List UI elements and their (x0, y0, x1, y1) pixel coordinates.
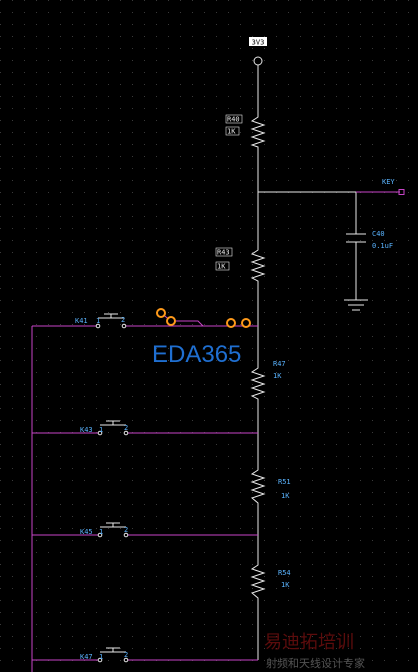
r43-label-group: R43 1K (215, 247, 233, 271)
watermark-brand: EDA365 (152, 341, 241, 368)
k43-pin1: 1 (99, 426, 103, 434)
r43-resistor-icon (250, 245, 266, 286)
k41-switch: K41 1 2 (75, 313, 127, 329)
highlighted-junctions (156, 308, 251, 328)
r40-value: 1K (227, 128, 236, 136)
white-wires (257, 65, 366, 660)
k45-switch-icon (97, 522, 129, 538)
r54-resistor-icon (250, 560, 266, 604)
k45-ref: K45 (80, 528, 93, 536)
junction-dot (156, 308, 166, 318)
k45-switch: K45 1 2 (80, 522, 129, 538)
r43-ref: R43 (217, 249, 230, 257)
k47-pin1: 1 (99, 653, 103, 661)
k45-pin2: 2 (124, 526, 128, 534)
r54-ref: R54 (278, 569, 291, 577)
key-label: KEY (382, 178, 395, 186)
r51-resistor-icon (250, 465, 266, 509)
k43-pin2: 2 (124, 424, 128, 432)
c40-value: 0.1uF (372, 242, 393, 250)
k45-pin1: 1 (99, 528, 103, 536)
r40-ref: R40 (227, 116, 240, 124)
k47-switch-icon (97, 647, 129, 663)
key-port-icon (398, 189, 405, 195)
junction-dot (241, 318, 251, 328)
ground-icon (344, 299, 368, 311)
c40-ref: C40 (372, 230, 385, 238)
k41-switch-icon (95, 313, 127, 329)
k47-switch: K47 1 2 (80, 647, 129, 663)
k41-ref: K41 (75, 317, 88, 325)
k41-pin2: 2 (121, 316, 125, 324)
power-label: 3V3 (252, 39, 265, 47)
k47-pin2: 2 (124, 651, 128, 659)
k43-ref: K43 (80, 426, 93, 434)
r47-ref: R47 (273, 360, 286, 368)
k41-pin1: 1 (96, 317, 100, 325)
k47-ref: K47 (80, 653, 93, 661)
r51-value: 1K (281, 492, 290, 500)
magenta-wires (31, 325, 258, 672)
key-net: KEY (356, 178, 405, 195)
r54-value: 1K (281, 581, 290, 589)
junction-dot (166, 316, 176, 326)
r43-value: 1K (217, 263, 226, 271)
r51-ref: R51 (278, 478, 291, 486)
r47-value: 1K (273, 372, 282, 380)
r40-label-group: R40 1K (225, 114, 243, 136)
junction-dot (226, 318, 236, 328)
k43-switch: K43 1 2 (80, 420, 129, 436)
r40-resistor-icon (250, 112, 266, 152)
r47-resistor-icon (250, 363, 266, 404)
watermark-cn-subtitle: 射频和天线设计专家 (266, 656, 365, 670)
power-label-box (249, 37, 267, 46)
watermark-cn-title: 易迪拓培训 (264, 632, 354, 653)
k43-switch-icon (97, 420, 129, 436)
